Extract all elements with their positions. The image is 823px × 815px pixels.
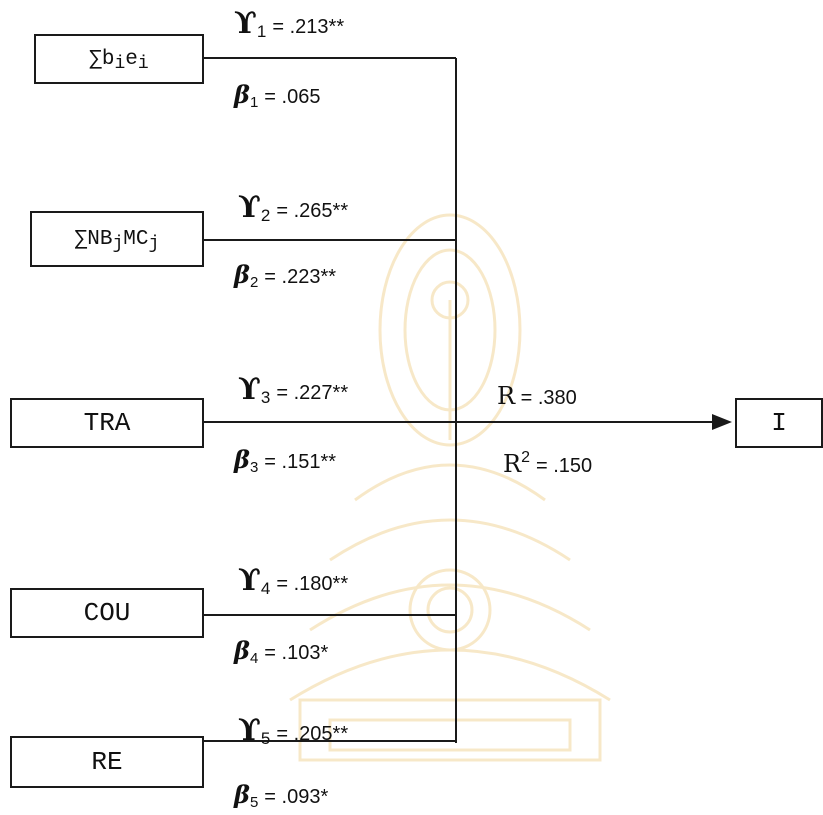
node-2-text: ∑NB	[74, 227, 113, 251]
r2-superscript: 2	[521, 449, 530, 466]
node-1-sub: i	[114, 54, 126, 74]
gamma-symbol-4: ϒ	[238, 563, 261, 598]
beta-value-4: = .103*	[264, 642, 329, 664]
gamma-value-3: = .227**	[276, 382, 349, 404]
gamma-label-2: ϒ2 = .265**	[238, 190, 348, 225]
r2-value: = .150	[535, 455, 593, 477]
beta-sub-5: 5	[249, 794, 259, 811]
beta-symbol-4: β	[234, 636, 250, 665]
gamma-symbol-2: ϒ	[238, 190, 261, 225]
beta-label-4: β4 = .103*	[234, 636, 329, 667]
node-1-mid: e	[125, 47, 138, 71]
node-cou: COU	[10, 588, 204, 638]
r-symbol: R	[497, 382, 516, 410]
gamma-value-1: = .213**	[272, 16, 345, 38]
beta-sub-4: 4	[249, 650, 259, 667]
gamma-symbol-3: ϒ	[238, 372, 261, 407]
node-4-label: COU	[83, 598, 131, 628]
beta-sub-1: 1	[249, 94, 259, 111]
beta-value-3: = .151**	[264, 451, 337, 473]
beta-value-2: = .223**	[264, 266, 337, 288]
gamma-sub-2: 2	[260, 206, 271, 225]
node-re: RE	[10, 736, 204, 788]
beta-symbol-5: β	[234, 780, 250, 809]
beta-symbol-2: β	[234, 260, 250, 289]
node-2-mid: MC	[123, 227, 149, 251]
gamma-symbol-1: ϒ	[234, 6, 257, 41]
beta-label-2: β2 = .223**	[234, 260, 337, 291]
node-1-sub2: i	[137, 54, 149, 74]
node-2-sub2: j	[148, 234, 160, 254]
gamma-label-5: ϒ5 = .205**	[238, 713, 348, 748]
r2-symbol: R	[503, 450, 522, 478]
arrow-head	[712, 414, 732, 430]
node-tra: TRA	[10, 398, 204, 448]
gamma-label-4: ϒ4 = .180**	[238, 563, 348, 598]
node-2-sub: j	[112, 234, 124, 254]
gamma-value-4: = .180**	[276, 573, 349, 595]
outcome-label: I	[771, 408, 787, 438]
beta-label-5: β5 = .093*	[234, 780, 329, 811]
gamma-label-1: ϒ1 = .213**	[234, 6, 344, 41]
gamma-sub-4: 4	[260, 579, 271, 598]
gamma-value-2: = .265**	[276, 200, 349, 222]
gamma-sub-1: 1	[256, 22, 267, 41]
r2-label: R2 = .150	[503, 449, 593, 478]
beta-sub-3: 3	[249, 459, 259, 476]
beta-label-3: β3 = .151**	[234, 445, 337, 476]
r-value: = .380	[520, 387, 577, 409]
beta-value-1: = .065	[264, 86, 321, 108]
beta-sub-2: 2	[249, 274, 259, 291]
gamma-sub-5: 5	[260, 729, 271, 748]
node-outcome-i: I	[735, 398, 823, 448]
beta-value-5: = .093*	[264, 786, 329, 808]
gamma-value-5: = .205**	[276, 723, 349, 745]
gamma-symbol-5: ϒ	[238, 713, 261, 748]
gamma-sub-3: 3	[260, 388, 271, 407]
r-label: R = .380	[497, 382, 577, 410]
node-1-text: ∑b	[89, 47, 115, 71]
node-5-label: RE	[91, 747, 123, 777]
beta-symbol-1: β	[234, 80, 250, 109]
beta-symbol-3: β	[234, 445, 250, 474]
beta-label-1: β1 = .065	[234, 80, 321, 111]
gamma-label-3: ϒ3 = .227**	[238, 372, 348, 407]
node-3-label: TRA	[83, 408, 131, 438]
